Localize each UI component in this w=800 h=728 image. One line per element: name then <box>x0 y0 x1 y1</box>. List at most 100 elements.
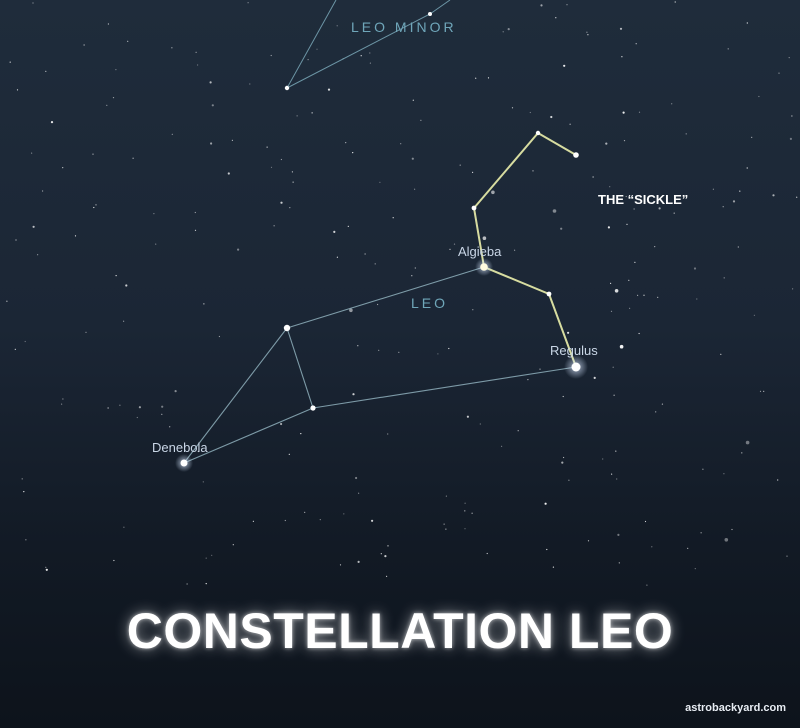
background-star <box>655 411 657 413</box>
background-star <box>746 167 748 169</box>
background-star <box>115 69 117 71</box>
background-star <box>400 143 402 145</box>
background-star <box>270 54 272 57</box>
page-title: CONSTELLATION LEO <box>126 603 674 659</box>
background-star <box>634 261 636 263</box>
background-star <box>635 43 637 45</box>
background-star <box>288 453 290 455</box>
background-star <box>132 157 134 159</box>
background-star <box>37 254 39 256</box>
background-star <box>50 121 54 124</box>
background-star <box>472 171 474 173</box>
star-sickle-1 <box>573 152 579 158</box>
background-star <box>587 34 589 36</box>
background-star <box>448 347 450 350</box>
background-star <box>194 229 197 231</box>
background-star <box>414 188 416 190</box>
background-star <box>628 279 630 281</box>
background-star <box>380 553 382 555</box>
site-credit: astrobackyard.com <box>685 702 786 714</box>
background-star <box>411 275 413 277</box>
background-star <box>74 235 77 237</box>
background-star <box>788 57 790 59</box>
background-star <box>566 4 568 6</box>
background-star <box>123 526 125 528</box>
background-star <box>377 303 379 306</box>
background-star <box>693 267 697 270</box>
background-star <box>567 331 570 334</box>
background-star <box>517 430 519 432</box>
background-star <box>610 282 612 284</box>
background-star <box>610 310 613 312</box>
background-star <box>491 190 495 195</box>
background-star <box>791 115 793 117</box>
background-star <box>333 230 336 233</box>
background-star <box>345 142 347 144</box>
background-star <box>138 406 141 409</box>
background-star <box>731 528 733 531</box>
background-star <box>759 390 762 392</box>
background-star <box>93 206 95 209</box>
background-star <box>646 584 648 586</box>
background-star <box>161 405 164 408</box>
background-star <box>197 64 199 66</box>
background-star <box>387 545 389 547</box>
background-star <box>171 47 173 49</box>
background-star <box>136 416 138 419</box>
background-star <box>550 115 553 119</box>
background-star <box>218 335 220 338</box>
background-star <box>626 223 628 225</box>
background-star <box>723 473 725 475</box>
star-zosma <box>283 324 291 332</box>
background-star <box>671 103 673 105</box>
background-star <box>459 164 461 166</box>
background-star <box>702 468 704 470</box>
background-star <box>687 547 689 550</box>
background-star <box>115 275 117 277</box>
background-star <box>727 48 729 50</box>
background-star <box>546 548 548 551</box>
background-star <box>412 99 414 101</box>
background-star <box>209 81 212 84</box>
background-star <box>14 348 16 350</box>
star-sickle-4 <box>546 291 552 297</box>
background-star <box>211 104 214 107</box>
background-star <box>24 340 26 343</box>
background-star <box>539 368 541 370</box>
leo-minor-label: LEO MINOR <box>351 19 457 35</box>
background-star <box>586 31 588 33</box>
background-star <box>398 351 400 353</box>
background-star <box>202 481 204 483</box>
background-star <box>464 528 466 530</box>
star-leo-minor-2 <box>428 12 432 16</box>
background-star <box>563 64 566 67</box>
background-star <box>552 566 555 568</box>
background-star <box>360 55 362 57</box>
background-star <box>62 398 64 400</box>
background-star <box>237 248 240 251</box>
background-star <box>613 394 615 396</box>
background-star <box>21 478 23 480</box>
background-star <box>369 62 371 64</box>
background-star <box>153 213 155 215</box>
background-star <box>355 476 358 480</box>
background-star <box>587 540 590 542</box>
background-star <box>358 492 360 494</box>
denebola-label: Denebola <box>152 440 208 455</box>
background-star <box>83 44 85 46</box>
background-star <box>289 207 291 209</box>
background-star <box>563 456 565 459</box>
leo-lines <box>183 266 577 464</box>
background-star <box>464 502 466 504</box>
background-star <box>205 557 207 559</box>
background-star <box>95 204 97 206</box>
background-star <box>529 111 531 114</box>
background-star <box>327 88 331 91</box>
background-star <box>414 267 416 269</box>
leo-label: LEO <box>411 295 448 311</box>
background-star <box>227 172 230 175</box>
background-star <box>203 303 205 305</box>
star-regulus <box>571 362 581 372</box>
background-star <box>374 263 376 265</box>
algieba-label: Algieba <box>458 244 502 259</box>
